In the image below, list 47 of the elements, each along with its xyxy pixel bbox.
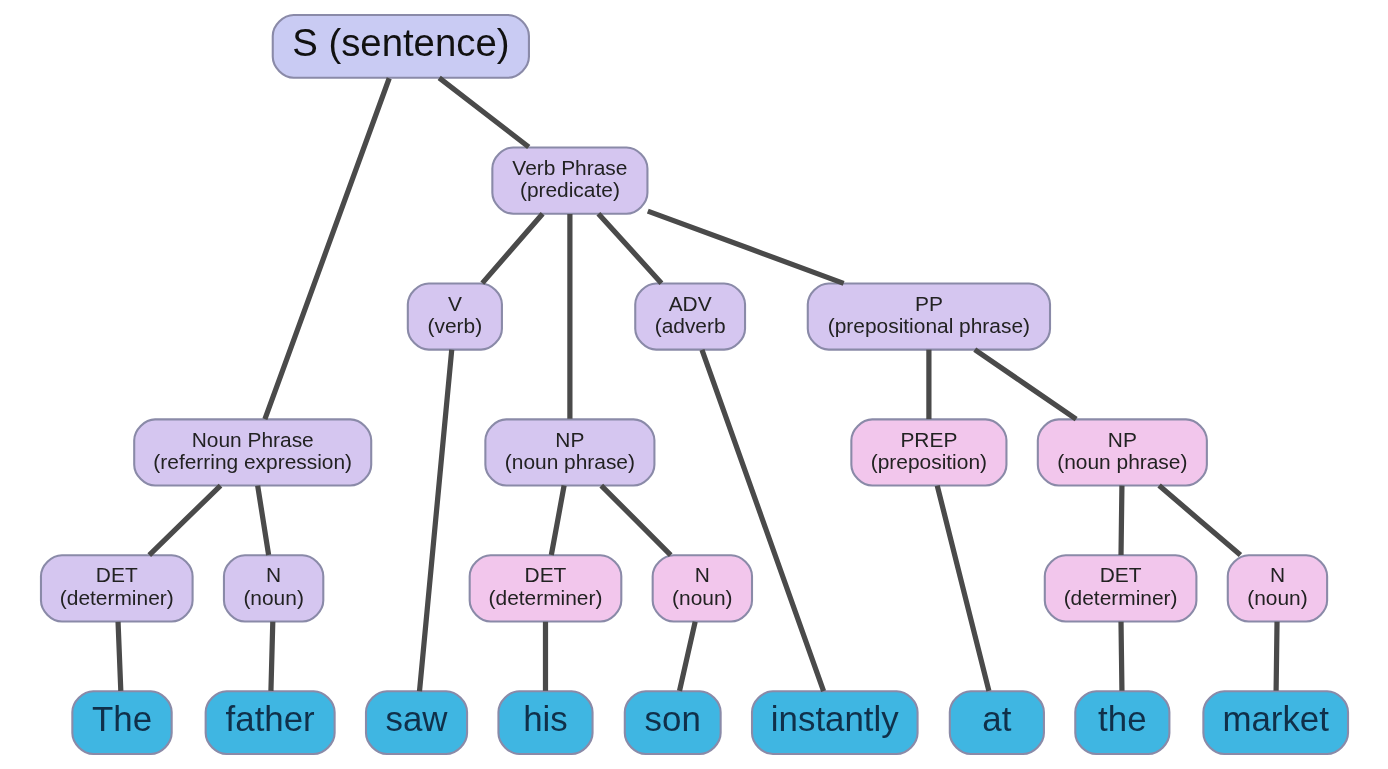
connector <box>925 349 931 420</box>
connector <box>934 484 991 692</box>
node-box: NP (noun phrase) <box>1036 418 1208 487</box>
connector <box>595 211 663 285</box>
node-box: instantly <box>750 690 919 755</box>
connector <box>548 485 567 556</box>
node-box: DET (determiner) <box>468 554 622 623</box>
connector <box>261 77 392 420</box>
connector <box>146 483 222 557</box>
connector <box>114 621 123 691</box>
node-box: son <box>623 690 722 755</box>
node-box: PP (prepositional phrase) <box>806 282 1051 351</box>
connector <box>1117 621 1125 691</box>
node-box: DET (determiner) <box>1043 554 1197 623</box>
node-box: N (noun) <box>651 554 753 623</box>
node-box: market <box>1201 690 1349 755</box>
connector <box>267 621 275 691</box>
node-box: S (sentence) <box>271 14 530 79</box>
connector <box>676 621 698 692</box>
node-box: the <box>1073 690 1170 755</box>
connector <box>254 485 271 556</box>
connector <box>972 347 1078 422</box>
connector <box>1273 621 1280 691</box>
connector <box>1156 483 1242 557</box>
connector <box>416 349 454 692</box>
connector <box>542 621 548 691</box>
connector <box>699 348 826 693</box>
node-box: V (verb) <box>406 282 503 351</box>
node-box: N (noun) <box>222 554 324 623</box>
connector <box>437 75 530 150</box>
node-box: DET (determiner) <box>39 554 194 623</box>
node-box: saw <box>364 690 468 755</box>
node-box: Noun Phrase (referring expression) <box>132 418 372 487</box>
connector <box>646 208 845 286</box>
connector <box>479 212 545 285</box>
node-box: at <box>948 690 1045 755</box>
node-box: NP (noun phrase) <box>483 418 655 487</box>
connector <box>598 483 673 557</box>
node-box: his <box>496 690 594 755</box>
connector <box>1117 485 1125 556</box>
connector <box>566 213 572 419</box>
node-box: ADV (adverb <box>633 282 746 351</box>
node-box: The <box>70 690 173 755</box>
node-box: N (noun) <box>1226 554 1328 623</box>
node-box: Verb Phrase (predicate) <box>490 146 648 215</box>
node-box: father <box>204 690 336 755</box>
node-box: PREP (preposition) <box>849 418 1007 487</box>
